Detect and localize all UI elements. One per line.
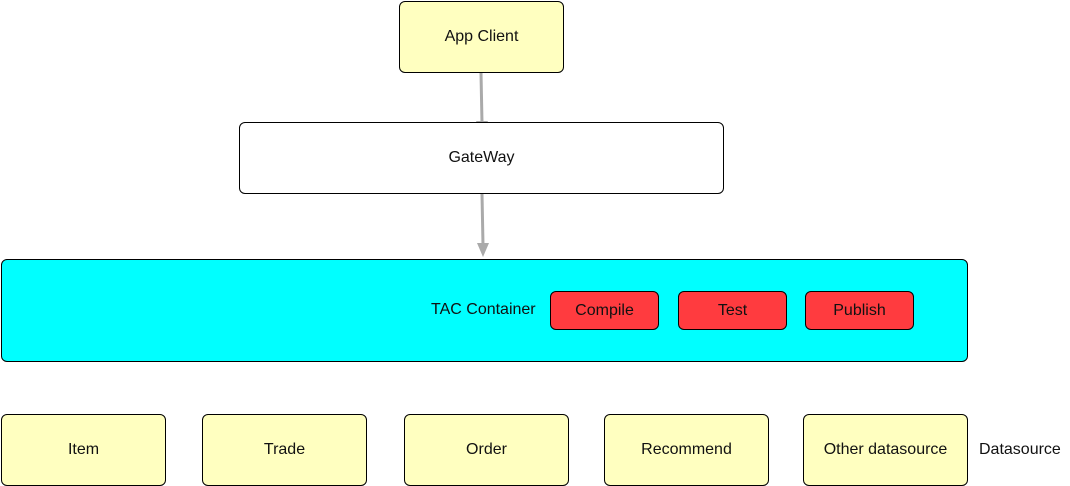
datasource-label: Order	[466, 441, 507, 458]
tac-container-label: TAC Container	[431, 301, 536, 318]
publish-button[interactable]: Publish	[805, 291, 914, 330]
datasource-label: Trade	[263, 441, 306, 458]
test-button-label: Test	[717, 301, 748, 319]
app-client-node: App Client	[399, 1, 564, 73]
datasource-label: Item	[67, 441, 100, 458]
datasource-trade-node: Trade	[202, 414, 367, 486]
datasource-item-node: Item	[1, 414, 166, 486]
datasource-label: Other datasource	[823, 441, 948, 458]
compile-button[interactable]: Compile	[550, 291, 659, 330]
gateway-node: GateWay	[239, 122, 724, 194]
datasource-recommend-node: Recommend	[604, 414, 769, 486]
test-button[interactable]: Test	[678, 291, 787, 330]
datasource-label: Recommend	[641, 441, 732, 458]
datasource-other-node: Other datasource	[803, 414, 968, 486]
publish-button-label: Publish	[833, 301, 886, 319]
app-client-label: App Client	[444, 28, 519, 45]
gateway-label: GateWay	[448, 149, 515, 166]
datasource-order-node: Order	[404, 414, 569, 486]
datasource-group-label: Datasource	[979, 441, 1061, 458]
compile-button-label: Compile	[575, 301, 634, 319]
arrow-gateway-to-container	[477, 193, 489, 257]
